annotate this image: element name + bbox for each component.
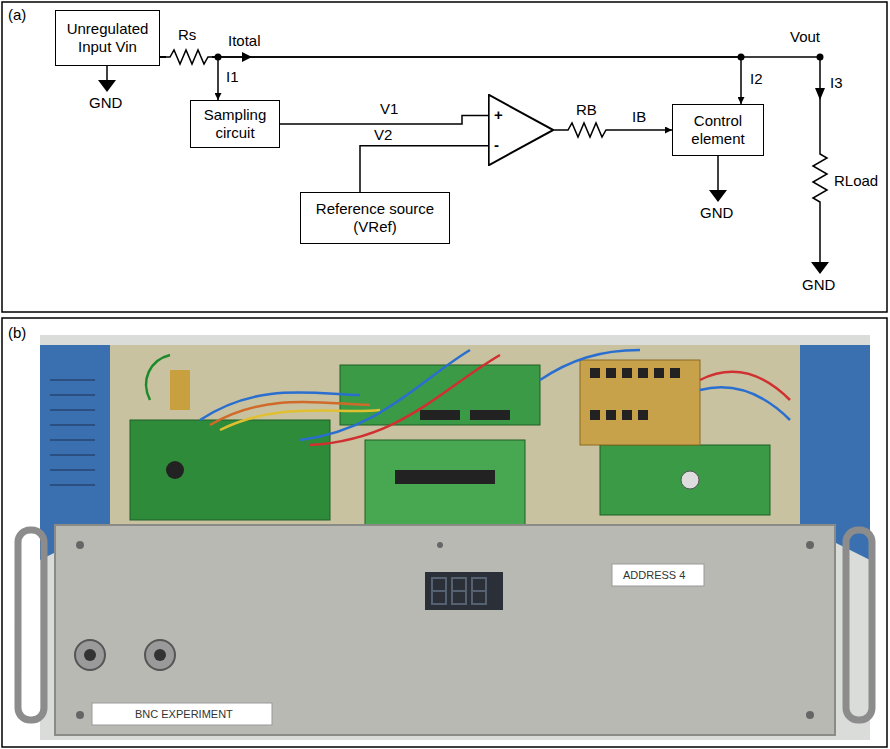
sampling-box: Sampling circuit <box>190 100 280 148</box>
signal-label: I1 <box>226 68 239 86</box>
ground-symbol <box>709 190 727 202</box>
current-label: I3 <box>830 74 843 92</box>
resistor-label: RB <box>576 101 597 119</box>
input-source-box: Unregulated Input Vin <box>55 10 160 66</box>
resistor-label: RLoad <box>834 172 878 190</box>
address-sticker <box>612 564 704 586</box>
node-label: Control element <box>679 112 757 148</box>
chip <box>470 410 510 420</box>
front-panel <box>55 525 835 735</box>
resistor-symbol <box>166 50 212 64</box>
handle <box>846 530 872 720</box>
signal-connector <box>360 146 488 192</box>
signal-label: V2 <box>374 126 392 144</box>
panel-letter: (a) <box>8 6 26 24</box>
terminal-strip <box>590 368 680 420</box>
panel-frame <box>2 2 887 312</box>
voltage-label: Vout <box>790 28 820 46</box>
wire <box>106 66 108 80</box>
screw <box>806 541 814 549</box>
circuit-board <box>365 440 525 525</box>
junction-dot <box>215 54 222 61</box>
battery <box>681 471 699 489</box>
circuit-board <box>600 445 770 515</box>
screw <box>806 711 814 719</box>
component <box>170 370 190 410</box>
resistor-mask <box>810 150 830 210</box>
chip <box>420 410 460 420</box>
equipment-photo <box>18 335 872 740</box>
ground-label: GND <box>700 204 733 222</box>
node-label: Sampling circuit <box>197 106 273 142</box>
input-sign: - <box>494 136 499 154</box>
junction-dot <box>817 54 824 61</box>
panel-frame <box>2 318 887 747</box>
input-sign: + <box>494 106 503 124</box>
circuit-board <box>130 420 330 520</box>
chassis-floor <box>110 345 800 525</box>
bnc-sticker <box>92 703 272 725</box>
sticker-text: BNC EXPERIMENT <box>135 706 233 722</box>
bnc-connector <box>75 640 105 670</box>
handle <box>18 530 44 720</box>
amplifier-triangle <box>488 94 554 166</box>
screw <box>437 542 443 548</box>
screw <box>76 541 84 549</box>
resistor-mask <box>564 121 610 139</box>
vent-slots <box>50 380 95 485</box>
control-box: Control element <box>672 104 764 156</box>
node-label: Reference source (VRef) <box>307 200 443 236</box>
wire <box>717 156 719 190</box>
ground-symbol <box>98 80 116 92</box>
chip <box>395 470 495 484</box>
bnc-connector <box>84 649 96 661</box>
wire <box>160 57 820 262</box>
junction-dot <box>738 54 745 61</box>
current-label: Itotal <box>228 32 261 50</box>
panel-letter: (b) <box>8 324 26 342</box>
transformer <box>580 360 700 445</box>
ground-label: GND <box>89 94 122 112</box>
resistor-symbol <box>564 123 610 137</box>
photo-ground <box>40 335 870 740</box>
led-display <box>425 572 503 610</box>
resistor-label: Rs <box>178 26 196 44</box>
ground-label: GND <box>802 276 835 294</box>
current-arrow <box>242 52 252 62</box>
bnc-connector <box>154 649 166 661</box>
signal-connector <box>160 57 741 104</box>
led-digits <box>432 578 486 604</box>
node-label: Unregulated Input Vin <box>62 20 153 56</box>
bnc-connector <box>145 640 175 670</box>
signal-label: I2 <box>750 70 763 88</box>
signal-label: IB <box>632 108 646 126</box>
signal-label: V1 <box>380 100 398 118</box>
reference-box: Reference source (VRef) <box>300 192 450 244</box>
resistor-symbol <box>813 150 827 210</box>
wire-bundle <box>146 350 790 445</box>
sticker-text: ADDRESS 4 <box>623 567 685 583</box>
ground-symbol <box>811 262 829 274</box>
resistor-mask <box>166 48 212 66</box>
current-arrow <box>815 88 825 100</box>
comparator-amplifier: +- <box>488 94 554 166</box>
amplifier-outline <box>489 95 554 166</box>
capacitor <box>166 461 184 479</box>
screw <box>76 711 84 719</box>
